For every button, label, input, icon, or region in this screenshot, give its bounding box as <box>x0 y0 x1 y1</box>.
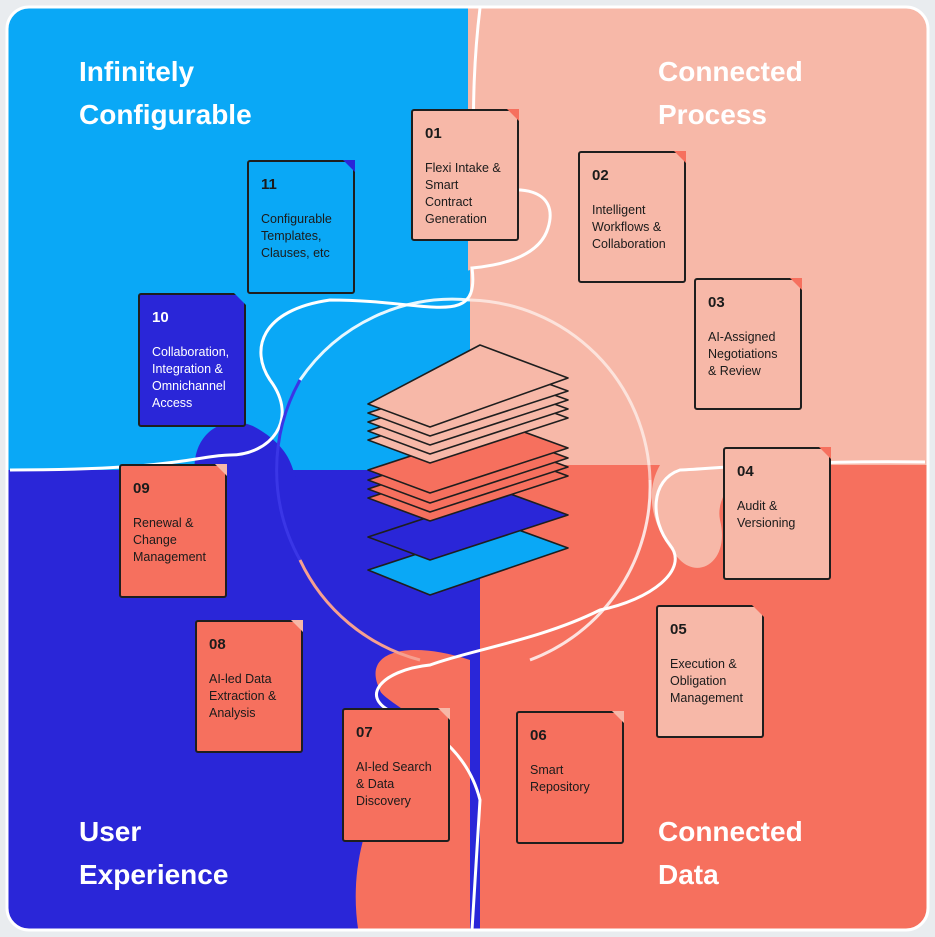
step-number: 06 <box>530 727 547 744</box>
page-fold-icon <box>438 708 450 720</box>
step-label: AI-Assigned Negotiations & Review <box>708 330 778 378</box>
step-label: Collaboration, Integration & Omnichannel… <box>152 345 230 410</box>
page-fold-icon <box>819 447 831 459</box>
step-number: 11 <box>261 176 277 193</box>
puzzle-tab-right <box>651 465 760 568</box>
page-fold-icon <box>343 160 355 172</box>
step-label: Intelligent Workflows & Collaboration <box>592 203 666 251</box>
step-number: 01 <box>425 125 442 142</box>
step-label: Renewal & Change Management <box>133 516 206 564</box>
step-label: Execution & Obligation Management <box>670 657 743 705</box>
stacked-documents-icon <box>367 344 569 596</box>
step-label: AI-led Search & Data Discovery <box>356 760 432 808</box>
step-label: Audit & Versioning <box>737 499 796 530</box>
page-fold-icon <box>674 151 686 163</box>
step-number: 07 <box>356 724 373 741</box>
step-number: 05 <box>670 621 687 638</box>
step-number: 03 <box>708 294 725 311</box>
step-number: 08 <box>209 636 226 653</box>
step-label: Smart Repository <box>530 763 590 794</box>
page-fold-icon <box>507 109 519 121</box>
step-label: AI-led Data Extraction & Analysis <box>209 672 277 720</box>
step-number: 02 <box>592 167 609 184</box>
page-fold-icon <box>215 464 227 476</box>
step-label: Flexi Intake & Smart Contract Generation <box>425 161 501 226</box>
page-fold-icon <box>752 605 764 617</box>
step-number: 04 <box>737 463 754 480</box>
step-label: Configurable Templates, Clauses, etc <box>261 212 332 260</box>
step-number: 10 <box>152 309 169 326</box>
step-number: 09 <box>133 480 150 497</box>
page-fold-icon <box>291 620 303 632</box>
page-fold-icon <box>790 278 802 290</box>
page-fold-icon <box>234 293 246 305</box>
page-fold-icon <box>612 711 624 723</box>
